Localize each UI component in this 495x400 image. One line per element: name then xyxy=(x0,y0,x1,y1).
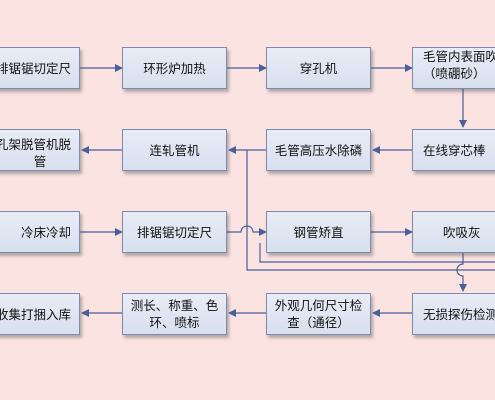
node-n1-line-1: 管排锯锯切定尺 xyxy=(0,60,71,76)
node-n14-line-2: 查（通径） xyxy=(287,315,350,330)
node-n6-line-1: 毛管高压水除磷 xyxy=(274,142,363,158)
node-n5: 在线穿芯棒 xyxy=(412,129,495,171)
node-n7-line-1: 连轧管机 xyxy=(149,142,200,158)
node-n1: 管排锯锯切定尺 xyxy=(0,47,80,89)
node-n10-line-1: 排锯锯切定尺 xyxy=(136,224,212,240)
node-n11: 钢管矫直 xyxy=(266,211,371,253)
node-n11-line-1: 钢管矫直 xyxy=(293,224,344,240)
node-n14-line-1: 外观几何尺寸检 xyxy=(274,298,363,313)
node-n16: 收集打捆入库 xyxy=(0,293,80,335)
node-n4-line-2: （喷硼砂） xyxy=(423,66,486,81)
node-n8-line-2: 管 xyxy=(33,154,47,169)
node-n12: 吹吸灰 xyxy=(412,211,495,253)
node-n8: 孔架脱管机脱 管 xyxy=(0,129,80,171)
bypass-line-right xyxy=(246,150,495,271)
node-n6: 毛管高压水除磷 xyxy=(266,129,371,171)
node-n4-line-1: 毛管内表面吹 xyxy=(423,49,495,64)
node-n13: 无损探伤检测 xyxy=(412,293,495,335)
node-n2: 环形炉加热 xyxy=(122,47,227,89)
node-n5-line-1: 在线穿芯棒 xyxy=(423,142,486,158)
node-n14: 外观几何尺寸检 查（通径） xyxy=(266,293,371,335)
node-n13-line-1: 无损探伤检测 xyxy=(423,306,495,322)
node-n4: 毛管内表面吹 （喷硼砂） xyxy=(412,47,495,89)
node-n15: 测长、称重、色 环、喷标 xyxy=(122,293,227,335)
node-n2-line-1: 环形炉加热 xyxy=(143,60,206,76)
node-n15-line-1: 测长、称重、色 xyxy=(130,298,219,313)
node-n3-line-1: 穿孔机 xyxy=(299,60,338,76)
node-n9-line-1: 冷床冷却 xyxy=(20,224,71,240)
node-n9: 冷床冷却 xyxy=(0,211,80,253)
node-n7: 连轧管机 xyxy=(122,129,227,171)
node-n10: 排锯锯切定尺 xyxy=(122,211,227,253)
arrow-n12-n13 xyxy=(456,253,467,292)
bypass-line-left xyxy=(259,243,495,263)
node-n16-line-1: 收集打捆入库 xyxy=(0,306,71,322)
node-n15-line-2: 环、喷标 xyxy=(149,315,200,330)
node-n12-line-1: 吹吸灰 xyxy=(443,224,481,240)
node-n8-line-1: 孔架脱管机脱 xyxy=(0,137,71,152)
node-n3: 穿孔机 xyxy=(266,47,371,89)
